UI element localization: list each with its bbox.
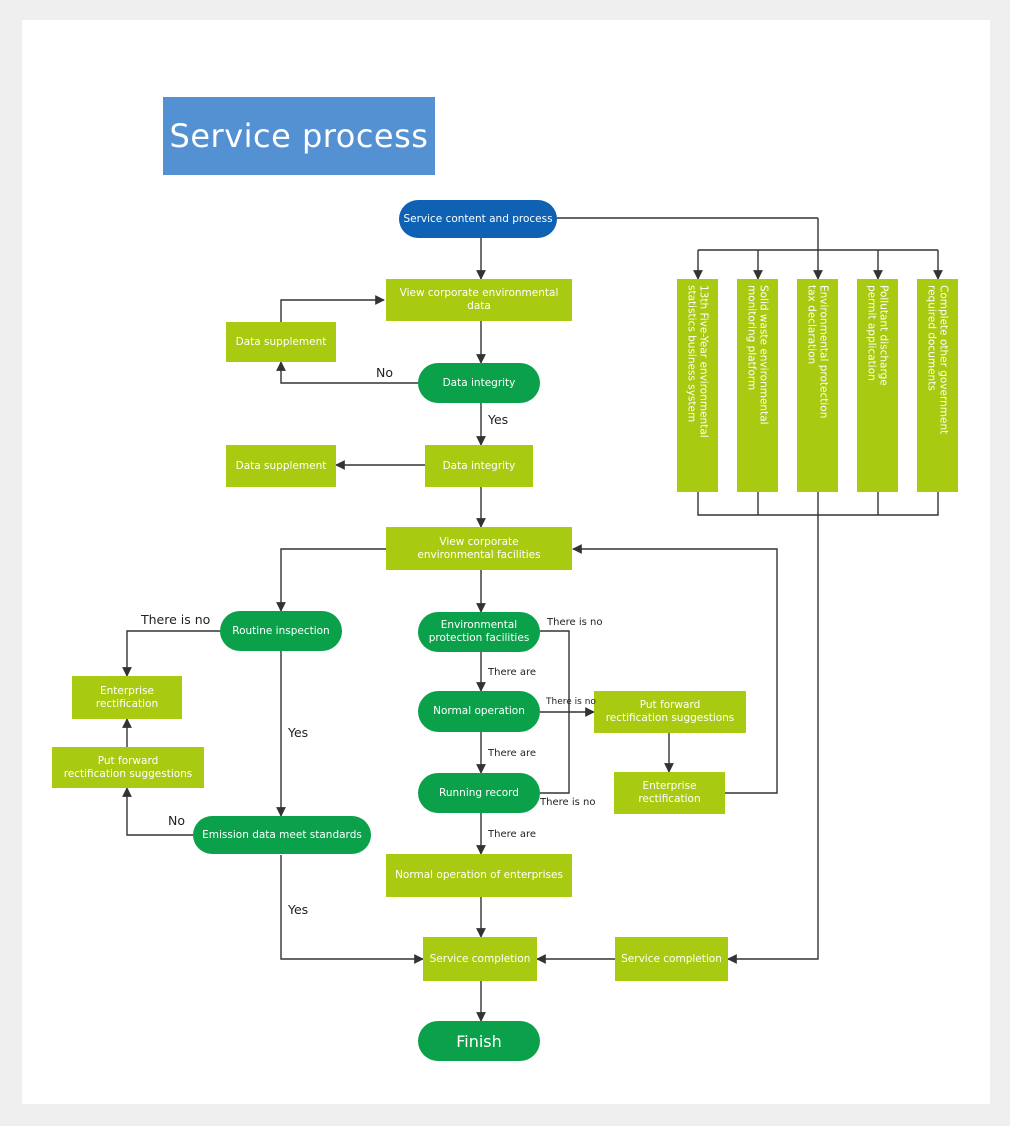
diagram-canvas: Service process xyxy=(22,20,990,1104)
data-supplement-node-1: Data supplement xyxy=(226,322,336,362)
system-box-4: Pollutant discharge permit application xyxy=(857,279,898,492)
edge-label-there-are-record: There are xyxy=(488,829,536,840)
arrow-emission-yes-to-completion xyxy=(280,855,424,964)
data-integrity-decision: Data integrity xyxy=(418,363,540,403)
put-forward-right-node: Put forward rectification suggestions xyxy=(594,691,746,733)
view-env-data-node: View corporate environmental data xyxy=(386,279,572,321)
system-box-1: 13th Five-Year environmental statistics … xyxy=(677,279,718,492)
edge-label-there-is-no-record: There is no xyxy=(540,797,596,808)
arrow-systems-to-completion xyxy=(727,515,819,964)
view-facilities-node: View corporate environmental facilities xyxy=(386,527,572,570)
edge-label-no-integrity: No xyxy=(376,365,393,380)
system-box-2: Solid waste environmental monitoring pla… xyxy=(737,279,778,492)
arrow-emission-no xyxy=(122,787,193,836)
env-protection-facilities-decision: Environmental protection facilities xyxy=(418,612,540,652)
arrow-rectification-back-to-facilities xyxy=(572,544,778,794)
system-label-2: Solid waste environmental monitoring pla… xyxy=(745,285,770,425)
enterprise-rectification-left-node: Enterprise rectification xyxy=(72,676,182,719)
arrow-supplement-to-view-data xyxy=(280,295,385,322)
put-forward-left-node: Put forward rectification suggestions xyxy=(52,747,204,788)
service-completion-right-node: Service completion xyxy=(615,937,728,981)
arrow-routine-there-is-no xyxy=(122,630,220,677)
edge-label-yes-routine: Yes xyxy=(288,725,309,740)
connector-layer xyxy=(122,217,943,1022)
system-label-5: Complete other government required docum… xyxy=(925,285,950,435)
edge-label-there-is-no-routine: There is no xyxy=(141,612,211,627)
arrow-facilities-to-routine xyxy=(276,548,386,612)
enterprise-rectification-right-node: Enterprise rectification xyxy=(614,772,725,814)
edge-label-there-are-facilities: There are xyxy=(488,667,536,678)
finish-node: Finish xyxy=(418,1021,540,1061)
data-supplement-node-2: Data supplement xyxy=(226,445,336,487)
running-record-decision: Running record xyxy=(418,773,540,813)
emission-standards-decision: Emission data meet standards xyxy=(193,816,371,854)
service-content-node: Service content and process xyxy=(399,200,557,238)
system-box-3: Environmental protection tax declaration xyxy=(797,279,838,492)
edge-label-there-are-normal: There are xyxy=(488,748,536,759)
page-title: Service process xyxy=(163,97,435,175)
arrow-no-to-supplement xyxy=(276,361,418,384)
service-completion-center-node: Service completion xyxy=(423,937,537,981)
system-label-4: Pollutant discharge permit application xyxy=(865,285,890,386)
system-box-5: Complete other government required docum… xyxy=(917,279,958,492)
edge-label-there-is-no-facilities: There is no xyxy=(547,617,603,628)
edge-label-yes-integrity: Yes xyxy=(488,412,509,427)
edge-label-there-is-no-normal: There is no xyxy=(546,697,596,707)
line-systems-bottom-bus xyxy=(697,492,939,516)
edge-label-yes-emission: Yes xyxy=(288,902,309,917)
normal-operation-enterprises-node: Normal operation of enterprises xyxy=(386,854,572,897)
edge-label-no-emission: No xyxy=(168,813,185,828)
routine-inspection-decision: Routine inspection xyxy=(220,611,342,651)
data-integrity-node: Data integrity xyxy=(425,445,533,487)
normal-operation-decision: Normal operation xyxy=(418,691,540,732)
system-label-3: Environmental protection tax declaration xyxy=(805,285,830,419)
system-label-1: 13th Five-Year environmental statistics … xyxy=(685,285,710,438)
